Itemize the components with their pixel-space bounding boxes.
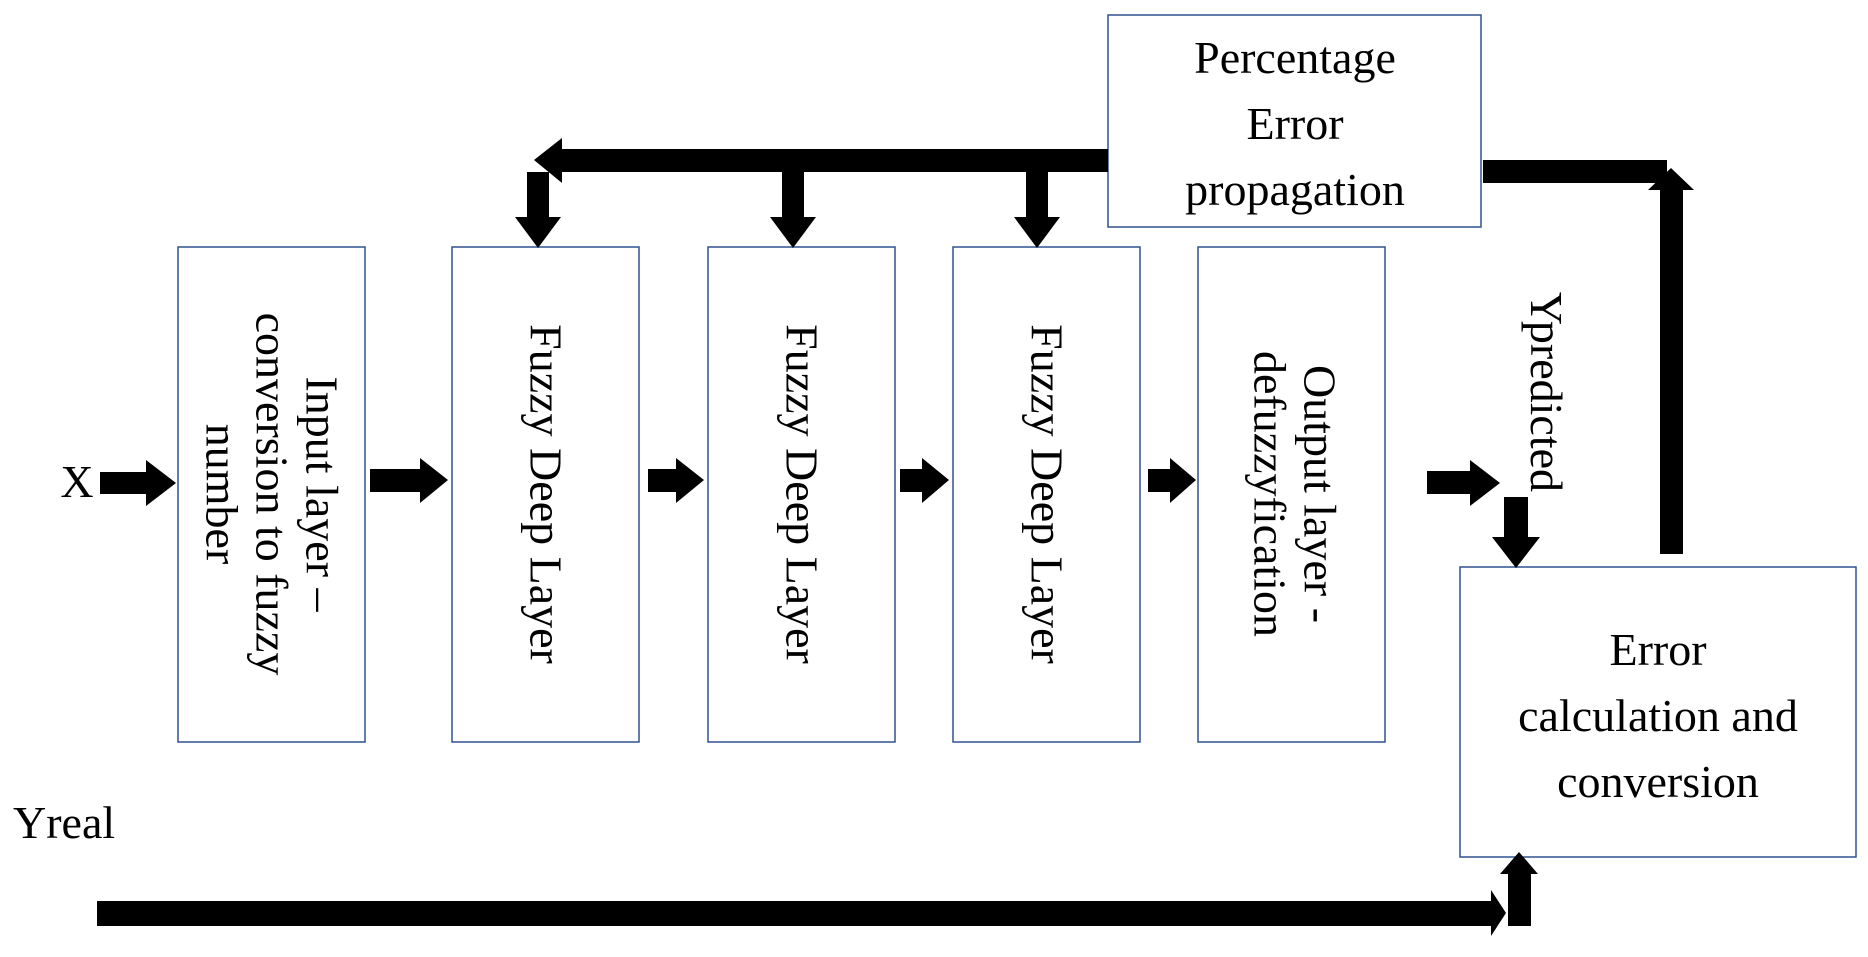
arrow-yreal-to-error: [97, 890, 1506, 936]
fuzzy-layer-2-box: [707, 246, 896, 743]
yreal-label: Yreal: [13, 797, 115, 848]
input-layer-line-2: conversion to fuzzy: [246, 313, 297, 676]
arrow-ypredicted-down-to-error: [1492, 497, 1540, 568]
input-layer-label: Input layer – conversion to fuzzy number: [196, 313, 347, 676]
output-layer-label: Output layer - defuzzyfication: [1244, 351, 1345, 637]
ypredicted-label: Ypredicted: [1521, 292, 1572, 492]
error-prop-line-1: Percentage: [1194, 32, 1396, 83]
error-calculation-box: [1459, 566, 1857, 858]
input-layer-box: [177, 246, 366, 743]
arrow-input-to-fuzzy-1: [370, 458, 448, 503]
input-layer-line-3: number: [196, 424, 247, 565]
feedback-arrow-fuzzy-3: [1014, 172, 1060, 248]
svg-text:Fuzzy Deep Layer: Fuzzy Deep Layer: [776, 324, 827, 664]
fuzzy-layer-1-box: [451, 246, 640, 743]
feedback-arrow-fuzzy-1: [515, 172, 561, 248]
svg-text:Fuzzy Deep Layer: Fuzzy Deep Layer: [520, 324, 571, 664]
arrow-error-up-to-feedback: [1648, 168, 1694, 554]
arrow-output-to-ypredicted: [1427, 460, 1500, 506]
x-input-label: X: [60, 456, 93, 507]
output-layer-box: [1197, 246, 1386, 743]
output-layer-line-1: Output layer -: [1294, 365, 1345, 623]
arrow-fuzzy-1-to-fuzzy-2: [648, 458, 704, 503]
feedback-line-right: [1483, 160, 1667, 183]
error-calc-line-1: Error: [1609, 624, 1706, 675]
svg-text:Fuzzy Deep Layer: Fuzzy Deep Layer: [1021, 324, 1072, 664]
error-prop-line-2: Error: [1246, 98, 1343, 149]
feedback-line-left: [534, 138, 1108, 183]
arrow-fuzzy-2-to-fuzzy-3: [900, 458, 949, 503]
output-layer-line-2: defuzzyfication: [1244, 351, 1295, 637]
error-calc-line-2: calculation and: [1518, 690, 1798, 741]
error-propagation-box: [1107, 14, 1482, 228]
error-propagation-label: Percentage Error propagation: [1185, 32, 1405, 215]
error-calc-line-3: conversion: [1557, 756, 1759, 807]
fuzzy-layer-1-label: Fuzzy Deep Layer: [520, 324, 571, 664]
fuzzy-layer-3-box: [952, 246, 1141, 743]
error-calculation-label: Error calculation and conversion: [1518, 624, 1798, 807]
fuzzy-layer-3-label: Fuzzy Deep Layer: [1021, 324, 1072, 664]
input-layer-line-1: Input layer –: [296, 376, 347, 612]
feedback-arrow-fuzzy-2: [770, 172, 816, 248]
fuzzy-layer-2-label: Fuzzy Deep Layer: [776, 324, 827, 664]
arrow-x-to-input: [100, 460, 176, 506]
error-prop-line-3: propagation: [1185, 164, 1405, 215]
arrow-fuzzy-3-to-output: [1148, 458, 1196, 503]
arrow-up-into-error: [1500, 852, 1538, 926]
